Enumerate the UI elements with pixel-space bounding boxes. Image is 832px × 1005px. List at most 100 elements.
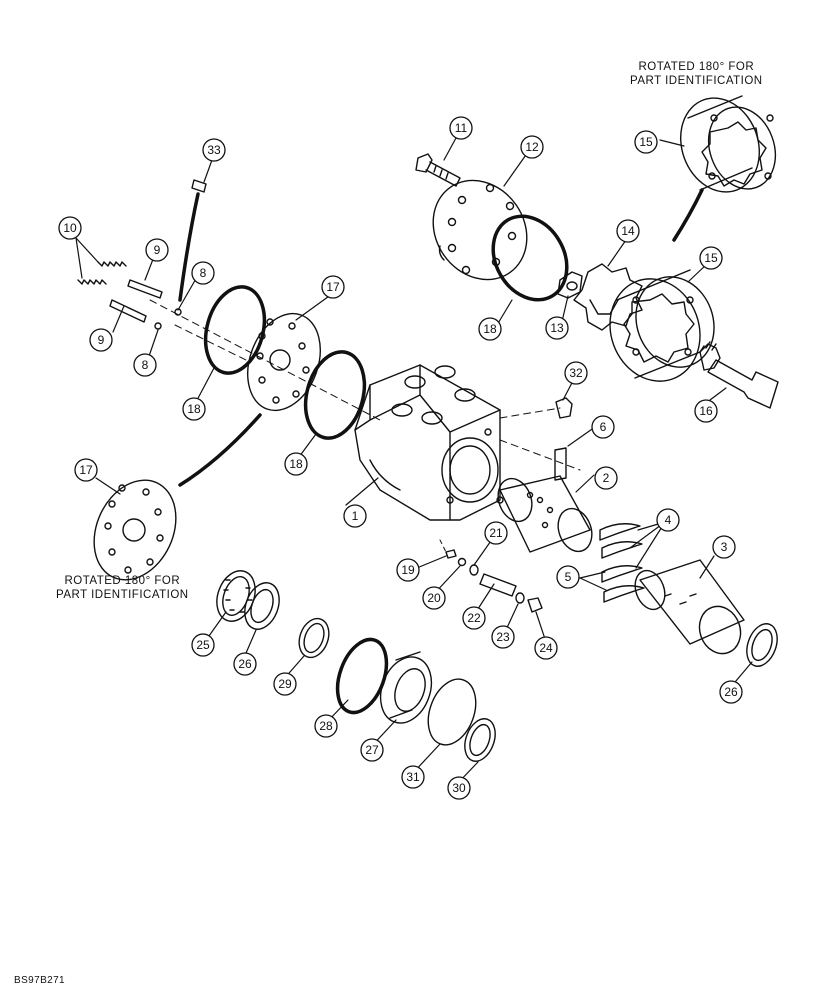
callout-circle	[273, 672, 297, 696]
callout-circle	[401, 765, 425, 789]
callout-circle	[545, 316, 569, 340]
callout-label: 3	[721, 540, 728, 554]
quad-ring	[427, 678, 477, 746]
callout-label: 6	[600, 420, 607, 434]
callout-c17a: 17	[74, 458, 98, 482]
callout-circle	[74, 458, 98, 482]
callout-c23: 23	[491, 625, 515, 649]
callout-label: 30	[452, 781, 466, 795]
callout-circle	[396, 558, 420, 582]
callout-circle	[564, 361, 588, 385]
callout-label: 13	[550, 321, 564, 335]
seal-ring-left	[203, 285, 267, 375]
callout-c33: 33	[202, 138, 226, 162]
callout-circle	[182, 397, 206, 421]
callout-label: 1	[352, 509, 359, 523]
callout-circle	[191, 261, 215, 285]
reference-code: BS97B271	[14, 975, 66, 986]
callout-c15b: 15	[699, 246, 723, 270]
callout-label: 11	[455, 121, 468, 135]
star-rotor	[573, 263, 643, 331]
thrust-bearing	[216, 570, 256, 622]
callout-label: 18	[187, 402, 201, 416]
callout-c25: 25	[191, 633, 215, 657]
callout-c2: 2	[594, 466, 618, 490]
callout-c10: 10	[58, 216, 82, 240]
callout-c8a: 8	[191, 261, 215, 285]
note-top-line2: PART IDENTIFICATION	[630, 75, 763, 87]
o-ring-small	[469, 564, 479, 576]
callout-label: 23	[496, 630, 510, 644]
callout-c20: 20	[422, 586, 446, 610]
callout-c21: 21	[484, 521, 508, 545]
dust-seal	[464, 718, 496, 762]
callout-circle	[191, 633, 215, 657]
callout-c9b: 9	[89, 328, 113, 352]
bearing-race-left	[244, 582, 280, 630]
check-ball	[457, 557, 467, 567]
callout-c1: 1	[343, 504, 367, 528]
seal-gland	[379, 651, 433, 724]
callout-circle	[491, 625, 515, 649]
pin-lower	[109, 299, 147, 323]
callout-label: 22	[467, 611, 481, 625]
callout-c29: 29	[273, 672, 297, 696]
bushing	[298, 617, 330, 659]
callout-group: 1234568899101112131415151617171818181920…	[58, 116, 743, 800]
callout-c31: 31	[401, 765, 425, 789]
callout-circle	[534, 636, 558, 660]
callout-circle	[89, 328, 113, 352]
callout-label: 15	[639, 135, 653, 149]
spacer-plate	[247, 312, 321, 412]
callout-label: 26	[724, 685, 738, 699]
callout-circle	[712, 535, 736, 559]
note-rotated-top: ROTATED 180° FOR PART IDENTIFICATION	[630, 60, 763, 88]
set-screw	[191, 179, 207, 193]
callout-label: 32	[569, 366, 583, 380]
callout-circle	[447, 776, 471, 800]
rotor-housing-rotated	[679, 95, 777, 193]
callout-label: 27	[365, 743, 379, 757]
rotor-housing	[609, 269, 715, 382]
callout-c18c: 18	[478, 317, 502, 341]
callout-label: 26	[238, 657, 252, 671]
callout-circle	[719, 680, 743, 704]
seal-ring-mid	[303, 350, 367, 440]
centering-springs	[599, 523, 645, 603]
callout-circle	[591, 415, 615, 439]
spacer	[557, 271, 583, 299]
callout-c9a: 9	[145, 238, 169, 262]
callout-c30: 30	[447, 776, 471, 800]
check-valve-plug	[479, 573, 517, 597]
callout-label: 5	[565, 570, 572, 584]
callout-circle	[634, 130, 658, 154]
check-ball-seat	[445, 549, 457, 559]
callout-label: 2	[603, 471, 610, 485]
callout-c12: 12	[520, 135, 544, 159]
callout-circle	[699, 246, 723, 270]
callout-circle	[133, 353, 157, 377]
callout-label: 17	[79, 463, 93, 477]
callout-label: 9	[154, 243, 161, 257]
callout-label: 33	[207, 143, 221, 157]
bearing-race-right	[746, 623, 778, 667]
callout-c28: 28	[314, 714, 338, 738]
valve-housing	[354, 364, 504, 521]
valve-spool	[634, 559, 745, 655]
callout-circle	[462, 606, 486, 630]
callout-label: 12	[525, 140, 539, 154]
callout-label: 9	[98, 333, 105, 347]
callout-c6: 6	[591, 415, 615, 439]
callout-circle	[694, 399, 718, 423]
callout-circle	[58, 216, 82, 240]
callout-label: 29	[278, 677, 292, 691]
callout-circle	[656, 508, 680, 532]
pin-upper	[127, 279, 163, 299]
callout-circle	[343, 504, 367, 528]
callout-label: 8	[142, 358, 149, 372]
seal-ring	[491, 214, 569, 302]
callout-label: 18	[289, 457, 303, 471]
callout-circle	[233, 652, 257, 676]
